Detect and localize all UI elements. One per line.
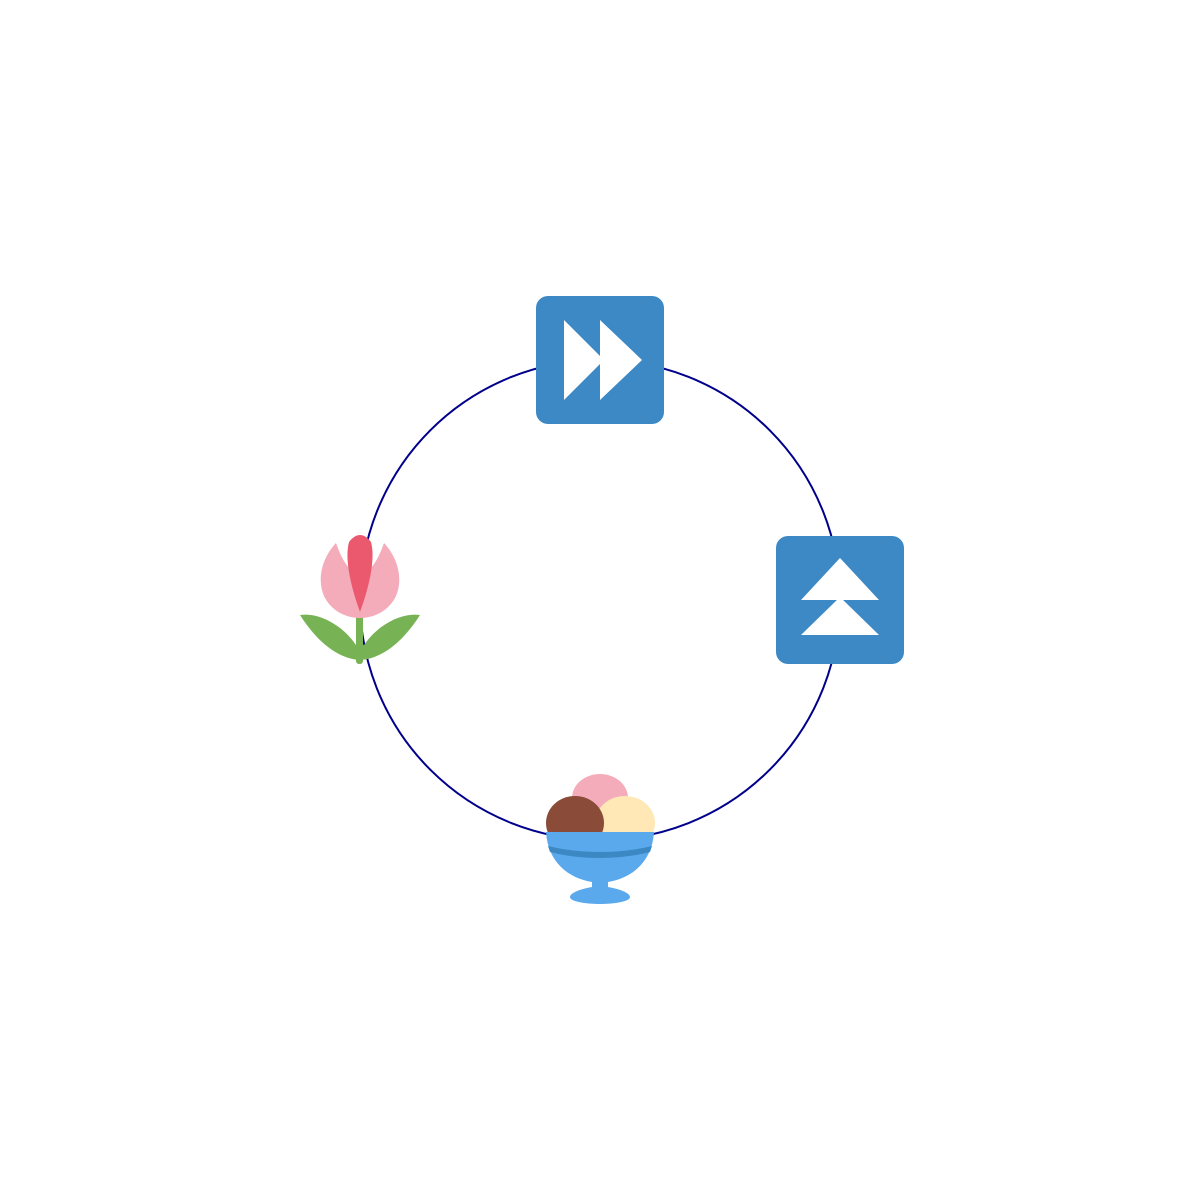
double-up-arrow-icon bbox=[776, 536, 904, 664]
ice-cream-sundae-icon bbox=[546, 774, 655, 904]
cycle-ring bbox=[359, 359, 841, 841]
fast-forward-icon bbox=[536, 296, 664, 424]
tulip-icon bbox=[300, 535, 420, 664]
